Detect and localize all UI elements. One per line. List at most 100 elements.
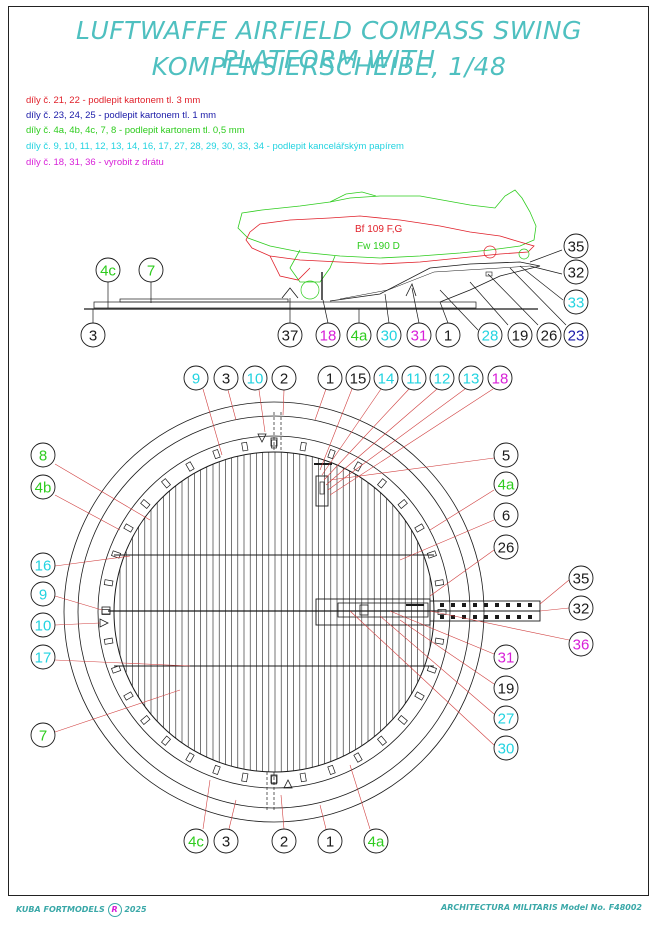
degree-tick: [212, 764, 221, 775]
top-callout-1-circle: [213, 365, 239, 391]
degree-tick: [434, 579, 445, 587]
top-callout-23-label: 17: [35, 650, 52, 667]
outer-ring-edge: [63, 401, 485, 823]
turntable-planks: [119, 452, 431, 772]
degree-tick: [140, 499, 151, 509]
instruction-green: díly č. 4a, 4b, 4c, 7, 8 - podlepit kart…: [26, 125, 245, 136]
top-leader-11: [54, 463, 151, 521]
degree-tick: [241, 772, 249, 783]
brand-name: KUBA FORTMODELS: [16, 905, 105, 914]
side-callout-1: 7: [138, 257, 164, 283]
top-callout-31-label: 2: [280, 834, 288, 851]
degree-tick: [353, 461, 363, 472]
top-leader-9: [327, 388, 466, 491]
top-triangle: [257, 433, 267, 443]
top-leader-3: [282, 389, 285, 416]
compass-mount: [315, 475, 329, 507]
degree-tick: [434, 637, 445, 645]
top-callout-33: 4a: [363, 828, 389, 854]
side-callout-5-circle: [80, 322, 106, 348]
degree-tick: [437, 609, 447, 615]
top-callout-15: 6: [493, 502, 519, 528]
top-leader-21: [539, 607, 570, 612]
aircraft-label-fw190: Fw 190 D: [357, 241, 400, 252]
degree-tick: [103, 579, 114, 587]
top-callout-7: 11: [401, 365, 427, 391]
side-callout-11: 1: [435, 322, 461, 348]
top-callout-32: 1: [317, 828, 343, 854]
top-callout-25-label: 19: [498, 681, 515, 698]
top-callout-18-circle: [30, 581, 56, 607]
side-callout-6: 37: [277, 322, 303, 348]
side-leader-14: [487, 273, 539, 326]
top-callout-14: 4a: [493, 471, 519, 497]
top-callout-32-circle: [317, 828, 343, 854]
top-callout-20: 35: [568, 565, 594, 591]
degree-tick: [299, 772, 307, 783]
top-callout-14-circle: [493, 471, 519, 497]
side-callout-0-circle: [95, 257, 121, 283]
side-view-leader-lines: [92, 249, 567, 331]
side-leader-12: [439, 289, 479, 331]
wheel-chock: [281, 287, 299, 299]
bottom-triangle: [283, 779, 293, 789]
side-leader-9: [384, 293, 390, 324]
top-callout-3-label: 2: [280, 371, 288, 388]
degree-tick: [161, 478, 171, 489]
side-callout-6-circle: [277, 322, 303, 348]
top-callout-11-circle: [30, 442, 56, 468]
side-callout-7-circle: [315, 322, 341, 348]
top-callout-29: 4c: [183, 828, 209, 854]
top-callout-3: 2: [271, 365, 297, 391]
left-triangle: [99, 618, 109, 628]
side-leader-4: [519, 265, 564, 301]
side-callout-7: 18: [315, 322, 341, 348]
side-callout-9-circle: [376, 322, 402, 348]
degree-tick: [185, 752, 195, 763]
top-callout-27: 7: [30, 722, 56, 748]
top-callout-29-label: 4c: [188, 834, 204, 851]
top-callout-27-circle: [30, 722, 56, 748]
side-callout-14-circle: [536, 322, 562, 348]
fw190-wing: [269, 255, 311, 281]
side-callout-1-circle: [138, 257, 164, 283]
arm-hole: [473, 603, 477, 607]
side-leader-2: [529, 249, 563, 263]
top-leader-25: [399, 619, 495, 685]
top-callout-9-label: 13: [463, 371, 480, 388]
top-callout-17: 16: [30, 552, 56, 578]
arm-hole: [451, 615, 455, 619]
top-callout-6: 14: [373, 365, 399, 391]
top-callout-8: 12: [429, 365, 455, 391]
top-callout-30-label: 3: [222, 834, 230, 851]
top-callout-20-label: 35: [573, 571, 590, 588]
side-callout-5: 3: [80, 322, 106, 348]
footer-right: ARCHITECTURA MILITARIS Model No. F48002: [441, 903, 642, 912]
top-callout-19-circle: [30, 612, 56, 638]
top-callout-1: 3: [213, 365, 239, 391]
top-callout-6-label: 14: [378, 371, 395, 388]
top-leader-27: [54, 689, 181, 733]
aircraft-label-bf109: Bf 109 F,G: [355, 224, 402, 235]
degree-tick: [327, 449, 336, 460]
side-callout-13-label: 19: [512, 328, 529, 345]
tail-beam-slot: [359, 604, 369, 616]
top-callout-5: 15: [345, 365, 371, 391]
side-callout-14: 26: [536, 322, 562, 348]
fw190-wheel: [483, 245, 497, 259]
bf109-wing: [289, 249, 336, 283]
top-callout-10-label: 18: [492, 371, 509, 388]
top-callout-19-label: 10: [35, 618, 52, 635]
top-callout-9-circle: [458, 365, 484, 391]
top-callout-4: 1: [317, 365, 343, 391]
top-leader-6: [321, 388, 382, 476]
top-callout-13-label: 5: [502, 448, 510, 465]
side-callout-15: 23: [563, 322, 589, 348]
degree-tick: [414, 523, 425, 533]
top-callout-15-circle: [493, 502, 519, 528]
degree-markers: [101, 439, 447, 785]
top-callout-17-label: 16: [35, 558, 52, 575]
top-leader-4: [314, 388, 327, 421]
top-callout-4-label: 1: [326, 371, 334, 388]
degree-tick: [327, 764, 336, 775]
